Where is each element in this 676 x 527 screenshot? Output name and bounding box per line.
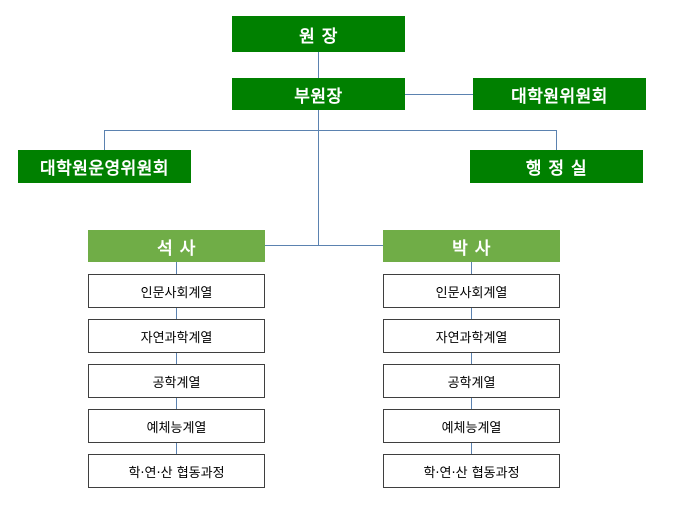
node-doctoral[interactable]: 박 사 [383, 230, 560, 262]
connector-vice-trunk [318, 110, 319, 130]
node-doctoral-program-humanities-social[interactable]: 인문사회계열 [383, 274, 560, 308]
node-graduate-council[interactable]: 대학원위원회 [473, 78, 646, 110]
connector-doctoral-program-3-to-4 [471, 443, 472, 454]
node-vice-director[interactable]: 부원장 [232, 78, 405, 110]
connector-to-admin-office [556, 130, 557, 150]
node-masters-program-natural-science[interactable]: 자연과학계열 [88, 319, 265, 353]
connector-masters-program-0-to-1 [176, 308, 177, 319]
connector-masters-to-program-0 [176, 262, 177, 274]
node-admin-office[interactable]: 행 정 실 [470, 150, 643, 183]
node-doctoral-program-natural-science[interactable]: 자연과학계열 [383, 319, 560, 353]
connector-branch-bar [104, 130, 556, 131]
node-doctoral-program-engineering[interactable]: 공학계열 [383, 364, 560, 398]
connector-vice-to-grad-council [405, 94, 473, 95]
node-doctoral-program-cooperative[interactable]: 학·연·산 협동과정 [383, 454, 560, 488]
connector-masters-program-3-to-4 [176, 443, 177, 454]
connector-doctoral-program-1-to-2 [471, 353, 472, 364]
node-director[interactable]: 원 장 [232, 16, 405, 52]
connector-trunk-to-degrees [318, 130, 319, 245]
connector-doctoral-to-program-0 [471, 262, 472, 274]
node-masters-program-arts-physical[interactable]: 예체능계열 [88, 409, 265, 443]
node-doctoral-program-arts-physical[interactable]: 예체능계열 [383, 409, 560, 443]
connector-masters-program-2-to-3 [176, 398, 177, 409]
node-masters[interactable]: 석 사 [88, 230, 265, 262]
node-graduate-operation-committee[interactable]: 대학원운영위원회 [18, 150, 191, 183]
node-masters-program-engineering[interactable]: 공학계열 [88, 364, 265, 398]
connector-director-to-vice [318, 52, 319, 78]
connector-masters-program-1-to-2 [176, 353, 177, 364]
connector-to-grad-operation-committee [104, 130, 105, 150]
connector-doctoral-program-2-to-3 [471, 398, 472, 409]
node-masters-program-cooperative[interactable]: 학·연·산 협동과정 [88, 454, 265, 488]
connector-doctoral-program-0-to-1 [471, 308, 472, 319]
node-masters-program-humanities-social[interactable]: 인문사회계열 [88, 274, 265, 308]
connector-degree-bar [265, 245, 395, 246]
